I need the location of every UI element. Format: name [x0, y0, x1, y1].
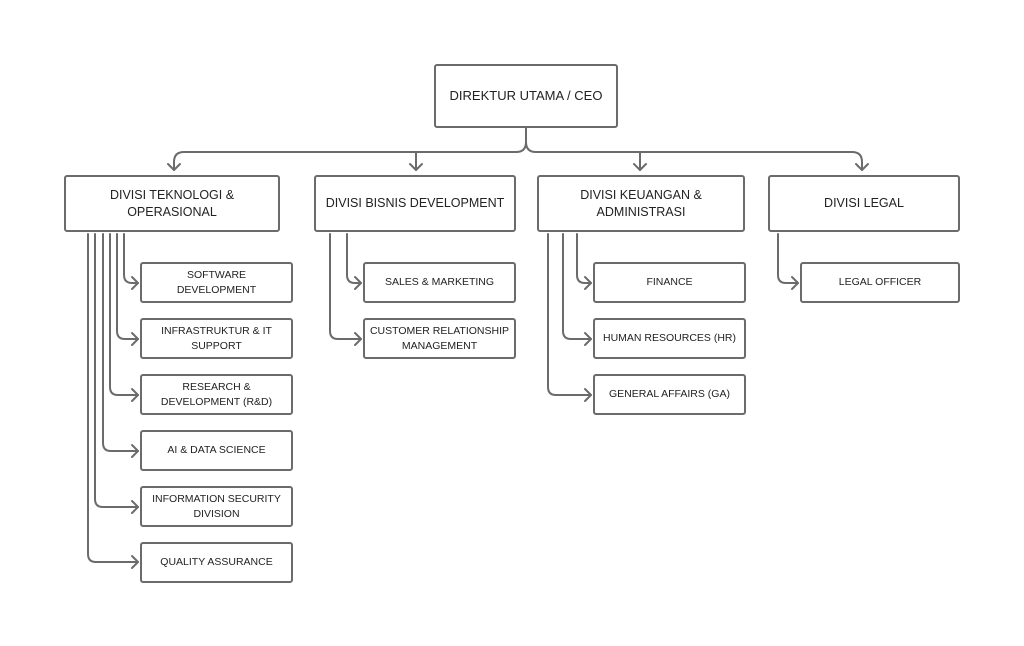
unit-label: SALES & MARKETING [384, 276, 495, 289]
division-box-legal: DIVISI LEGAL [768, 175, 960, 232]
division-to-unit-connector [102, 233, 139, 452]
unit-box-ai-data-science: AI & DATA SCIENCE [140, 430, 293, 471]
division-to-unit-connector [547, 233, 592, 396]
arrow-right-icon [584, 388, 592, 402]
division-label: DIVISI KEUANGAN & ADMINISTRASI [580, 187, 702, 219]
unit-box-crm: CUSTOMER RELATIONSHIP MANAGEMENT [363, 318, 516, 359]
ceo-box: DIREKTUR UTAMA / CEO [434, 64, 618, 128]
arrow-right-icon [354, 276, 362, 290]
unit-label: GENERAL AFFAIRS (GA) [609, 388, 730, 401]
arrow-down-icon [167, 163, 181, 171]
unit-box-infrastruktur: INFRASTRUKTUR & IT SUPPORT [140, 318, 293, 359]
division-to-unit-connector [777, 233, 799, 284]
arrow-right-icon [131, 332, 139, 346]
unit-box-legal-officer: LEGAL OFFICER [800, 262, 960, 303]
unit-label: AI & DATA SCIENCE [167, 444, 266, 457]
division-to-unit-connector [576, 233, 592, 284]
division-to-unit-connector [346, 233, 362, 284]
unit-label: LEGAL OFFICER [838, 276, 922, 289]
unit-label: CUSTOMER RELATIONSHIP MANAGEMENT [369, 325, 510, 352]
arrow-right-icon [354, 332, 362, 346]
unit-label: INFRASTRUKTUR & IT SUPPORT [161, 325, 272, 352]
arrow-right-icon [584, 332, 592, 346]
arrow-right-icon [131, 388, 139, 402]
arrow-down-icon [855, 163, 869, 171]
arrow-down-icon [409, 163, 423, 171]
unit-box-sales-marketing: SALES & MARKETING [363, 262, 516, 303]
division-label: DIVISI BISNIS DEVELOPMENT [325, 196, 505, 211]
division-label: DIVISI TEKNOLOGI & OPERASIONAL [109, 187, 235, 219]
division-box-bisnis: DIVISI BISNIS DEVELOPMENT [314, 175, 516, 232]
division-to-unit-connector [87, 233, 139, 563]
unit-label: HUMAN RESOURCES (HR) [602, 332, 736, 345]
division-to-unit-connector [329, 233, 362, 340]
arrow-right-icon [791, 276, 799, 290]
ceo-to-division-connector [173, 127, 527, 171]
arrow-down-icon [633, 163, 647, 171]
division-to-unit-connector [116, 233, 139, 340]
unit-box-information-security: INFORMATION SECURITY DIVISION [140, 486, 293, 527]
unit-box-human-resources: HUMAN RESOURCES (HR) [593, 318, 746, 359]
unit-box-quality-assurance: QUALITY ASSURANCE [140, 542, 293, 583]
arrow-right-icon [131, 555, 139, 569]
ceo-label: DIREKTUR UTAMA / CEO [449, 88, 603, 104]
unit-box-research-development: RESEARCH & DEVELOPMENT (R&D) [140, 374, 293, 415]
unit-label: INFORMATION SECURITY DIVISION [152, 493, 281, 520]
division-label: DIVISI LEGAL [824, 196, 904, 211]
division-to-unit-connector [94, 233, 139, 508]
unit-label: QUALITY ASSURANCE [160, 556, 273, 569]
arrow-right-icon [131, 276, 139, 290]
division-to-unit-connector [562, 233, 592, 340]
unit-box-general-affairs: GENERAL AFFAIRS (GA) [593, 374, 746, 415]
ceo-to-division-connector [525, 141, 863, 171]
division-box-keuangan: DIVISI KEUANGAN & ADMINISTRASI [537, 175, 745, 232]
division-box-teknologi: DIVISI TEKNOLOGI & OPERASIONAL [64, 175, 280, 232]
unit-box-finance: FINANCE [593, 262, 746, 303]
arrow-right-icon [584, 276, 592, 290]
arrow-right-icon [131, 500, 139, 514]
unit-label: RESEARCH & DEVELOPMENT (R&D) [160, 381, 273, 408]
arrow-right-icon [131, 444, 139, 458]
unit-box-software-development: SOFTWARE DEVELOPMENT [140, 262, 293, 303]
division-to-unit-connector [123, 233, 139, 284]
division-to-unit-connector [109, 233, 139, 396]
unit-label: SOFTWARE DEVELOPMENT [176, 269, 257, 296]
unit-label: FINANCE [646, 276, 693, 289]
